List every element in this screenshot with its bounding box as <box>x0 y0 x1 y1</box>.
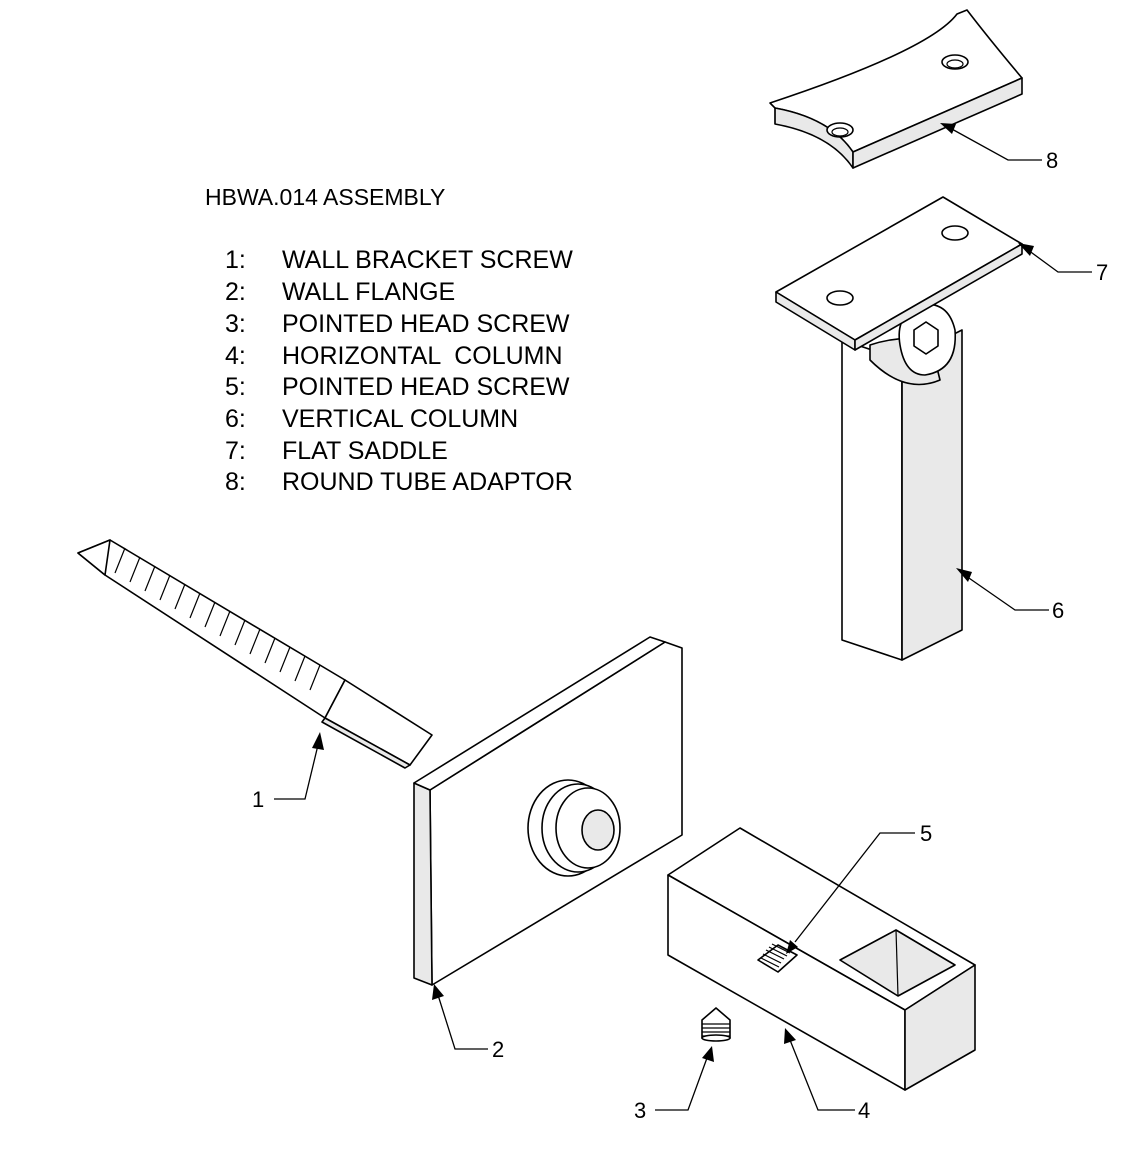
callout-7: 7 <box>1096 260 1108 285</box>
parts-list-number: 3: <box>225 310 246 338</box>
parts-list-name: HORIZONTAL COLUMN <box>282 342 563 370</box>
flat-saddle <box>775 196 1023 386</box>
parts-list-number: 1: <box>225 246 246 274</box>
parts-list-number: 6: <box>225 405 246 433</box>
callout-3: 3 <box>634 1098 646 1123</box>
callout-1: 1 <box>252 787 264 812</box>
vertical-column <box>841 329 963 661</box>
pointed-head-screw-3 <box>701 1007 731 1042</box>
parts-list-number: 7: <box>225 437 246 465</box>
parts-list-name: VERTICAL COLUMN <box>282 405 518 433</box>
parts-list-number: 4: <box>225 342 246 370</box>
parts-list-number: 2: <box>225 278 246 306</box>
callout-8: 8 <box>1046 148 1058 173</box>
parts-list-name: WALL BRACKET SCREW <box>282 246 573 274</box>
assembly-title: HBWA.014 ASSEMBLY <box>205 184 445 210</box>
callout-4: 4 <box>858 1098 870 1123</box>
callout-2: 2 <box>492 1037 504 1062</box>
parts-list-number: 5: <box>225 373 246 401</box>
callout-5: 5 <box>920 821 932 846</box>
parts-list-name: POINTED HEAD SCREW <box>282 373 570 401</box>
horizontal-column <box>667 827 976 1091</box>
callout-numbers: 1 2 3 4 5 6 7 8 <box>252 148 1108 1123</box>
parts-list-name: POINTED HEAD SCREW <box>282 310 570 338</box>
parts-list-number: 8: <box>225 468 246 496</box>
wall-flange <box>413 636 683 986</box>
wall-bracket-screw <box>77 539 433 769</box>
callout-6: 6 <box>1052 598 1064 623</box>
parts-list-name: FLAT SADDLE <box>282 437 448 465</box>
parts-list: 1: WALL BRACKET SCREW 2: WALL FLANGE 3: … <box>225 246 573 496</box>
round-tube-adaptor <box>769 9 1023 169</box>
parts-list-name: ROUND TUBE ADAPTOR <box>282 468 573 496</box>
parts-list-name: WALL FLANGE <box>282 278 455 306</box>
callout-leaders <box>274 123 1092 1111</box>
